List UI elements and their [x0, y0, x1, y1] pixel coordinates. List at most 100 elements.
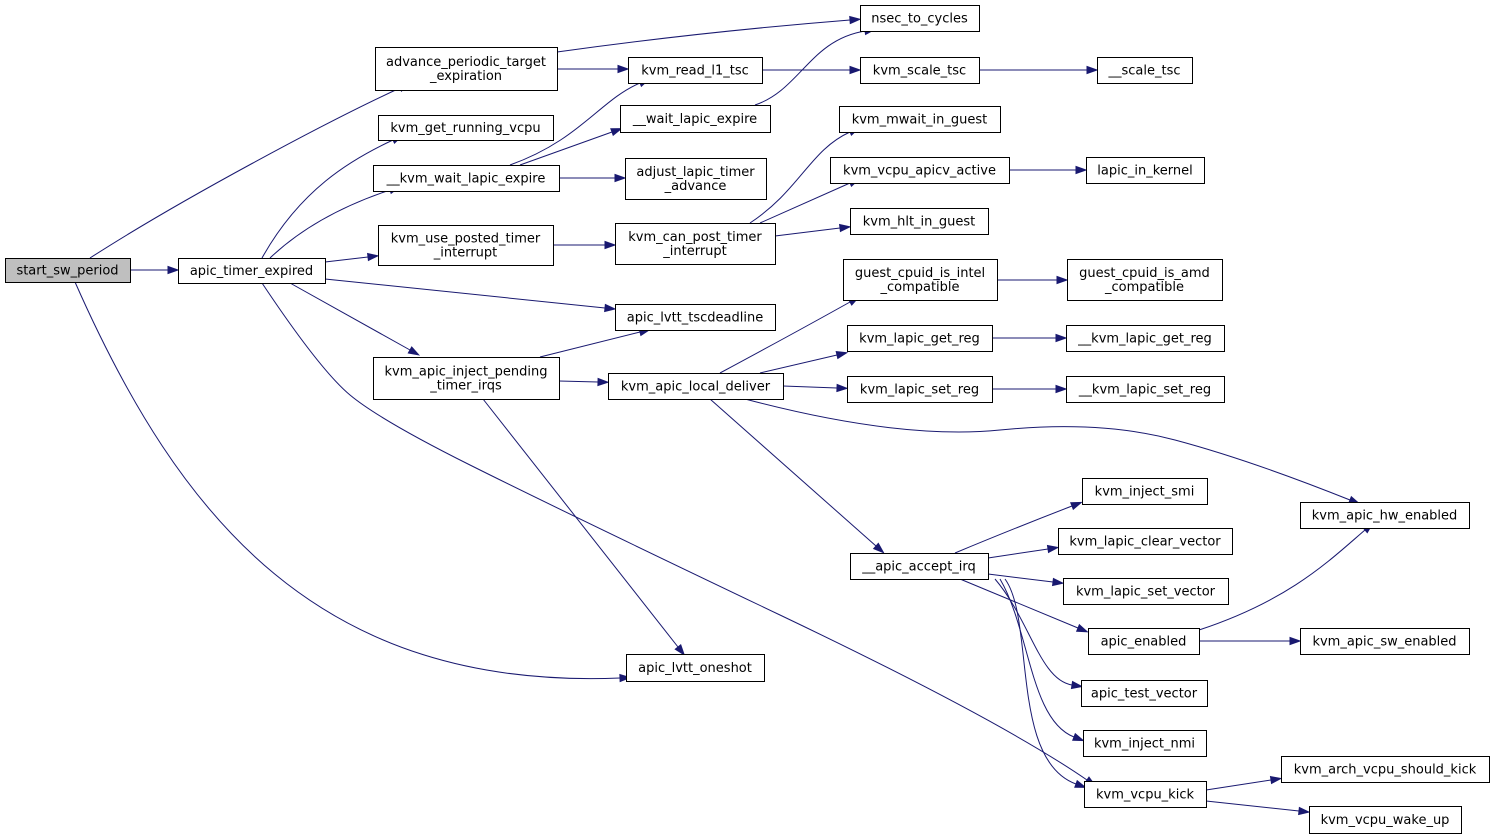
node-label: kvm_arch_vcpu_should_kick: [1294, 763, 1477, 778]
node-kvm-arch-vcpu-should-kick[interactable]: kvm_arch_vcpu_should_kick: [1281, 756, 1490, 783]
arrowhead: [619, 673, 632, 683]
edge-__apic_accept_irq-to-kvm_vcpu_kick: [1004, 578, 1087, 788]
edge-kvm_scale_tsc-to-__scale_tsc: [979, 65, 1099, 75]
node-box: [373, 165, 560, 192]
node-kvm-scale-tsc[interactable]: kvm_scale_tsc: [860, 57, 980, 84]
node-apic-test-vector[interactable]: apic_test_vector: [1081, 680, 1208, 707]
node-adjust-lapic-timer-advance[interactable]: adjust_lapic_timer_advance: [625, 158, 767, 200]
arrowhead: [1070, 501, 1083, 511]
edge-advance_periodic_target_expiration-to-nsec_to_cycles: [556, 15, 862, 53]
edge-advance_periodic_target_expiration-to-kvm_read_l1_tsc: [557, 64, 630, 74]
arrowhead: [1075, 165, 1088, 175]
node-kvm-apic-sw-enabled[interactable]: kvm_apic_sw_enabled: [1300, 628, 1470, 655]
arrowhead: [407, 346, 421, 356]
node-guest-cpuid-is-amd-compatible[interactable]: guest_cpuid_is_amd_compatible: [1067, 259, 1223, 301]
node-label: kvm_scale_tsc: [873, 64, 966, 79]
edge-apic_timer_expired-to-kvm_use_posted_timer_interrupt: [324, 252, 380, 263]
node-box: [1083, 730, 1207, 757]
node-lapic-in-kernel[interactable]: lapic_in_kernel: [1086, 157, 1205, 184]
node-kvm-hlt-in-guest[interactable]: kvm_hlt_in_guest: [850, 208, 989, 235]
node-nsec-to-cycles[interactable]: nsec_to_cycles: [860, 5, 980, 32]
node-box: [373, 357, 560, 400]
node-box: [1097, 57, 1193, 84]
node-label: guest_cpuid_is_amd: [1079, 266, 1210, 281]
node-apic-accept-irq[interactable]: __apic_accept_irq: [850, 553, 989, 580]
node-kvm-get-running-vcpu[interactable]: kvm_get_running_vcpu: [378, 115, 554, 141]
node-box: [620, 105, 771, 133]
node-kvm-inject-nmi[interactable]: kvm_inject_nmi: [1083, 730, 1207, 757]
node-kvm-read-l1-tsc[interactable]: kvm_read_l1_tsc: [628, 57, 763, 84]
edge-kvm_apic_local_deliver-to-kvm_lapic_get_reg: [759, 351, 849, 374]
edge-start_sw_period-to-apic_timer_expired: [130, 265, 180, 275]
node-kvm-use-posted-timer-interrupt[interactable]: kvm_use_posted_timer_interrupt: [378, 225, 554, 266]
node-apic-timer-expired[interactable]: apic_timer_expired: [178, 258, 326, 284]
node-label: __kvm_lapic_set_reg: [1078, 383, 1211, 398]
node-box: [1300, 502, 1470, 529]
node-scale-tsc[interactable]: __scale_tsc: [1097, 57, 1193, 84]
arrowhead: [1046, 544, 1060, 554]
node-kvm-lapic-set-vector[interactable]: kvm_lapic_set_vector: [1063, 578, 1229, 605]
edge-start_sw_period-to-apic_lvtt_oneshot: [74, 281, 632, 683]
node-kvm-inject-smi[interactable]: kvm_inject_smi: [1082, 478, 1208, 505]
node-kvm-apic-hw-enabled[interactable]: kvm_apic_hw_enabled: [1300, 502, 1470, 529]
arrowhead: [610, 128, 623, 137]
node-kvm-lapic-get-reg[interactable]: __kvm_lapic_get_reg: [1066, 325, 1225, 352]
node-kvm-vcpu-apicv-active[interactable]: kvm_vcpu_apicv_active: [830, 157, 1010, 184]
node-box: [850, 208, 989, 235]
node-kvm-lapic-clear-vector[interactable]: kvm_lapic_clear_vector: [1058, 528, 1233, 555]
node-label: apic_lvtt_oneshot: [638, 661, 752, 676]
node-wait-lapic-expire[interactable]: __wait_lapic_expire: [620, 105, 771, 133]
node-kvm-wait-lapic-expire[interactable]: __kvm_wait_lapic_expire: [373, 165, 560, 192]
arrowhead: [597, 377, 610, 387]
arrowhead: [835, 351, 849, 360]
node-kvm-apic-local-deliver[interactable]: kvm_apic_local_deliver: [608, 373, 784, 400]
node-box: [1088, 628, 1200, 655]
node-apic-lvtt-tscdeadline[interactable]: apic_lvtt_tscdeadline: [615, 304, 776, 331]
node-box: [615, 223, 776, 265]
node-label: _advance: [664, 179, 727, 194]
node-advance-periodic-target-expiration[interactable]: advance_periodic_target_expiration: [375, 47, 558, 91]
node-label: _compatible: [1104, 280, 1184, 295]
node-apic-lvtt-oneshot[interactable]: apic_lvtt_oneshot: [626, 654, 765, 682]
node-label: kvm_read_l1_tsc: [641, 64, 749, 79]
node-label: kvm_lapic_clear_vector: [1069, 535, 1221, 550]
node-box: [615, 304, 776, 331]
node-label: kvm_apic_local_deliver: [621, 380, 771, 395]
arrowhead: [1055, 384, 1068, 394]
node-label: kvm_apic_inject_pending: [385, 365, 548, 380]
edge-guest_cpuid_is_intel_compatible-to-guest_cpuid_is_amd_compatible: [997, 275, 1069, 285]
arrowhead: [1086, 65, 1099, 75]
node-label: apic_test_vector: [1091, 687, 1198, 702]
node-kvm-can-post-timer-interrupt[interactable]: kvm_can_post_timer_interrupt: [615, 223, 776, 265]
node-label: guest_cpuid_is_intel: [855, 266, 985, 281]
edge-__wait_lapic_expire-to-nsec_to_cycles: [754, 26, 877, 106]
node-label: kvm_lapic_set_vector: [1076, 585, 1216, 600]
node-kvm-lapic-set-reg[interactable]: kvm_lapic_set_reg: [847, 376, 993, 403]
node-box: [1309, 806, 1462, 834]
arrowhead: [604, 303, 617, 313]
node-kvm-vcpu-kick[interactable]: kvm_vcpu_kick: [1084, 781, 1207, 808]
node-box: [839, 106, 1001, 133]
node-label: kvm_lapic_get_reg: [859, 332, 980, 347]
node-guest-cpuid-is-intel-compatible[interactable]: guest_cpuid_is_intel_compatible: [843, 259, 998, 301]
node-kvm-apic-inject-pending-timer-irqs[interactable]: kvm_apic_inject_pending_timer_irqs: [373, 357, 560, 400]
node-kvm-vcpu-wake-up[interactable]: kvm_vcpu_wake_up: [1309, 806, 1462, 834]
node-label: _compatible: [879, 280, 959, 295]
node-label: apic_timer_expired: [190, 264, 313, 279]
arrowhead: [1075, 623, 1089, 633]
arrowhead: [1051, 577, 1065, 587]
edge-__apic_accept_irq-to-kvm_inject_nmi: [999, 578, 1085, 742]
node-kvm-lapic-get-reg[interactable]: kvm_lapic_get_reg: [847, 325, 993, 352]
node-start-sw-period[interactable]: start_sw_period: [5, 258, 131, 283]
edge-kvm_can_post_timer_interrupt-to-kvm_hlt_in_guest: [774, 223, 852, 237]
node-kvm-mwait-in-guest[interactable]: kvm_mwait_in_guest: [839, 106, 1001, 133]
node-box: [1067, 259, 1223, 301]
node-label: __scale_tsc: [1107, 64, 1180, 79]
function-nodes: start_sw_period apic_timer_expired advance…: [5, 5, 1490, 834]
arrowhead: [1298, 806, 1311, 816]
node-apic-enabled[interactable]: apic_enabled: [1088, 628, 1200, 655]
edge-__apic_accept_irq-to-apic_enabled: [959, 578, 1089, 633]
node-label: _timer_irqs: [429, 379, 502, 394]
node-box: [375, 47, 558, 91]
node-kvm-lapic-set-reg[interactable]: __kvm_lapic_set_reg: [1066, 376, 1225, 403]
